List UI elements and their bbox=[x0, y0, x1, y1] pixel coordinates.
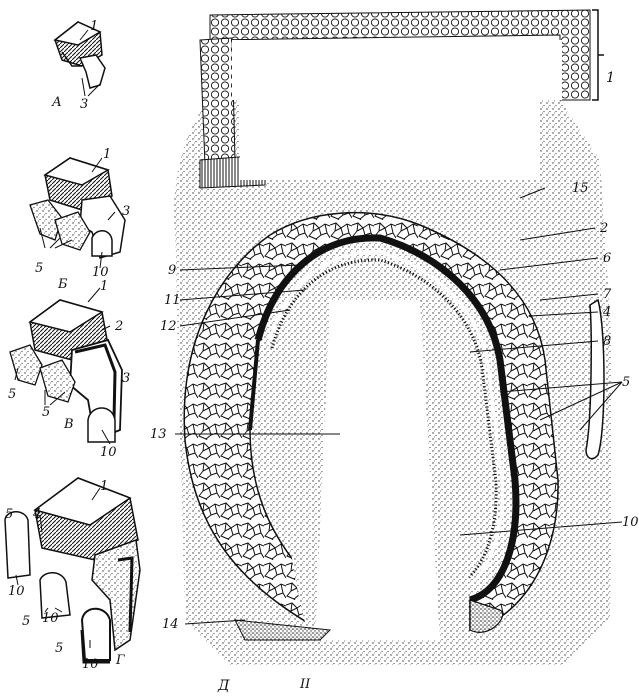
label-8: 8 bbox=[603, 334, 611, 349]
dentin-enamel-layer bbox=[248, 234, 520, 604]
label-2-v: 2 bbox=[114, 319, 123, 334]
label-14: 14 bbox=[162, 617, 179, 632]
label-9: 9 bbox=[168, 263, 176, 278]
label-3-a: 3 bbox=[80, 97, 88, 112]
label-3-b: 3 bbox=[122, 204, 130, 219]
label-5-v: 5 bbox=[42, 405, 50, 420]
label-1-main: 1 bbox=[606, 70, 615, 86]
panel-a-drawing bbox=[53, 21, 106, 89]
label-1-a: 1 bbox=[90, 19, 98, 34]
label-10-g-left: 10 bbox=[8, 584, 25, 599]
label-5-g-bottom: 5 bbox=[55, 641, 63, 656]
labels: 1 А 3 1 3 5 10 Б 1 2 3 5 5 В 10 1 5 4 10… bbox=[5, 19, 639, 694]
panel-label-b: Б bbox=[57, 277, 68, 292]
label-4-g: 4 bbox=[32, 507, 41, 522]
label-6: 6 bbox=[603, 251, 611, 266]
label-7: 7 bbox=[603, 287, 612, 302]
panel-label-g: Г bbox=[115, 653, 125, 668]
label-10-b: 10 bbox=[92, 265, 109, 280]
label-1-v: 1 bbox=[100, 279, 108, 294]
label-15: 15 bbox=[572, 181, 589, 196]
panel-label-v: В bbox=[63, 417, 74, 432]
panel-g-drawing bbox=[4, 477, 141, 664]
label-5-b: 5 bbox=[35, 261, 43, 276]
panel-b-drawing bbox=[29, 157, 126, 259]
label-5-g-mid: 5 bbox=[22, 614, 30, 629]
label-3-v: 3 bbox=[122, 371, 130, 386]
label-5-v-left: 5 bbox=[8, 387, 16, 402]
dental-papilla bbox=[285, 271, 481, 640]
label-4-main: 4 bbox=[602, 305, 611, 320]
label-13: 13 bbox=[150, 427, 167, 442]
label-10-main: 10 bbox=[622, 515, 639, 530]
panel-label-d: Д bbox=[217, 678, 230, 694]
label-2-main: 2 bbox=[599, 221, 608, 236]
label-1-g: 1 bbox=[100, 479, 108, 494]
label-10-g-bottom: 10 bbox=[82, 657, 99, 672]
label-10-g-mid: 10 bbox=[42, 611, 59, 626]
label-12: 12 bbox=[160, 319, 177, 334]
label-10-v: 10 bbox=[100, 445, 117, 460]
panel-v-drawing bbox=[9, 299, 123, 443]
label-5-main: 5 bbox=[622, 375, 630, 390]
oral-epithelium bbox=[199, 9, 591, 189]
leader-lines bbox=[14, 29, 623, 648]
vessel-right bbox=[585, 298, 605, 460]
dental-sac bbox=[234, 599, 504, 641]
bottom-mark: II bbox=[299, 677, 311, 692]
label-11: 11 bbox=[164, 293, 181, 308]
label-5-g-top: 5 bbox=[5, 507, 13, 522]
panel-label-a: А bbox=[51, 95, 62, 110]
epithelium-bracket bbox=[592, 9, 604, 101]
label-1-b: 1 bbox=[103, 147, 111, 162]
